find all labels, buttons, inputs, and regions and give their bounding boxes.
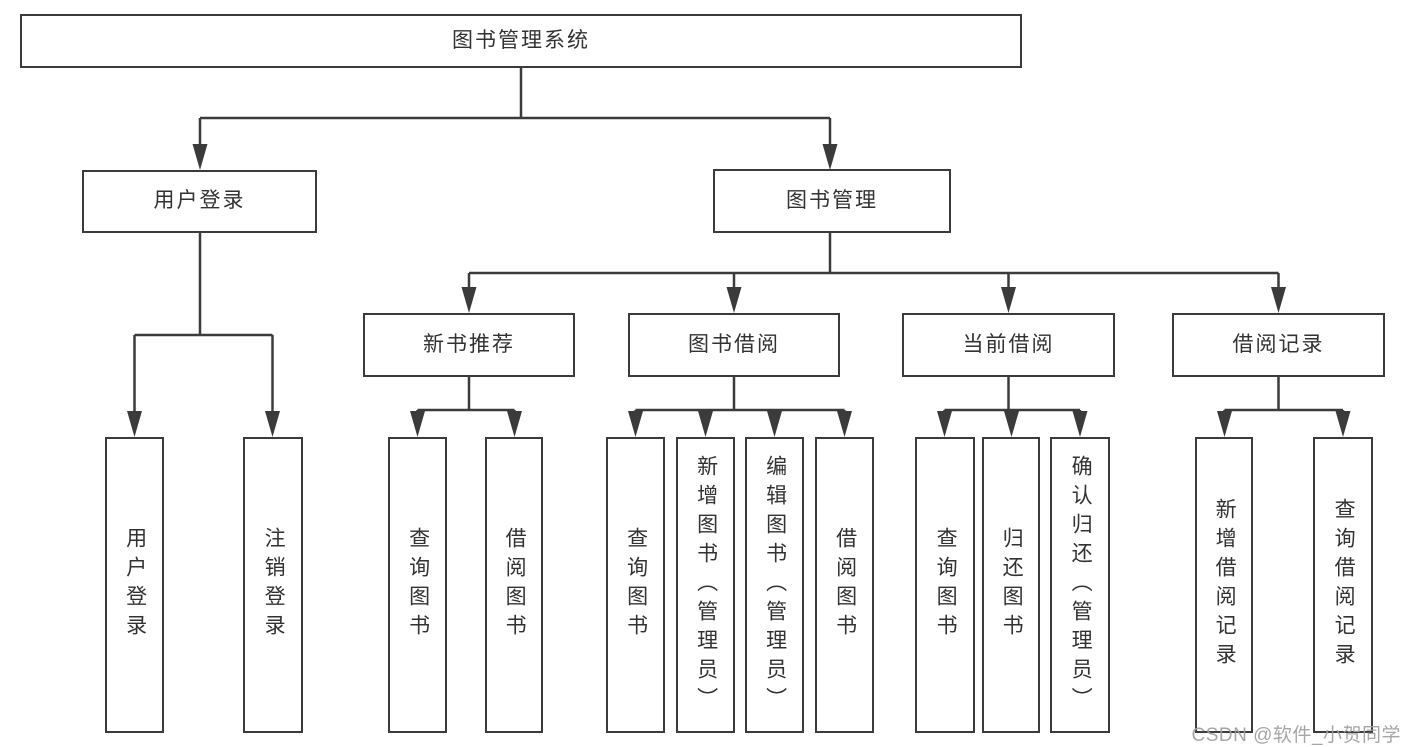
leaf-add-borrow-record: 新增借阅记录	[1195, 437, 1253, 733]
leaf-add-books-admin-label: 新增图书（管理员）	[694, 454, 718, 716]
node-borrow-records: 借阅记录	[1172, 313, 1385, 377]
leaf-query-borrow-record-label: 查询借阅记录	[1332, 498, 1356, 672]
leaf-borrow-query-books-label: 查询图书	[624, 527, 648, 643]
leaf-user-login-label: 用户登录	[123, 527, 147, 643]
leaf-edit-books-admin: 编辑图书（管理员）	[745, 437, 804, 733]
leaf-borrow-books: 借阅图书	[815, 437, 874, 733]
leaf-edit-books-admin-label: 编辑图书（管理员）	[763, 454, 787, 716]
node-current-borrow: 当前借阅	[902, 313, 1115, 377]
leaf-return-books-label: 归还图书	[1000, 527, 1024, 643]
node-root-label: 图书管理系统	[452, 28, 590, 52]
leaf-add-borrow-record-label: 新增借阅记录	[1213, 498, 1237, 672]
leaf-return-books: 归还图书	[982, 437, 1040, 733]
node-book-management-label: 图书管理	[786, 188, 878, 212]
node-user-login: 用户登录	[82, 170, 317, 233]
node-root: 图书管理系统	[20, 14, 1022, 68]
node-borrow-records-label: 借阅记录	[1232, 332, 1325, 356]
node-new-book-recommend: 新书推荐	[363, 313, 575, 377]
leaf-logout: 注销登录	[243, 437, 303, 733]
leaf-user-login: 用户登录	[105, 437, 164, 733]
connector-elbows	[133, 68, 1345, 416]
leaf-recommend-query-books-label: 查询图书	[406, 527, 430, 643]
leaf-confirm-return-admin: 确认归还（管理员）	[1050, 437, 1110, 733]
arrowheads	[127, 144, 1351, 437]
leaf-borrow-books-label: 借阅图书	[833, 527, 857, 643]
leaf-current-query-books: 查询图书	[915, 437, 975, 733]
leaf-query-borrow-record: 查询借阅记录	[1313, 437, 1373, 733]
node-current-borrow-label: 当前借阅	[962, 332, 1055, 356]
leaf-logout-label: 注销登录	[262, 527, 286, 643]
leaf-recommend-borrow-books-label: 借阅图书	[503, 527, 527, 643]
node-book-management: 图书管理	[713, 169, 951, 233]
csdn-watermark: CSDN @软件_小贺同学	[1191, 725, 1401, 746]
leaf-confirm-return-admin-label: 确认归还（管理员）	[1069, 454, 1093, 716]
leaf-current-query-books-label: 查询图书	[934, 527, 958, 643]
node-new-book-recommend-label: 新书推荐	[423, 332, 515, 356]
node-book-borrow: 图书借阅	[628, 313, 840, 377]
leaf-recommend-borrow-books: 借阅图书	[485, 437, 543, 733]
leaf-borrow-query-books: 查询图书	[606, 437, 665, 733]
node-user-login-label: 用户登录	[153, 189, 246, 213]
leaf-add-books-admin: 新增图书（管理员）	[676, 437, 735, 733]
node-book-borrow-label: 图书借阅	[688, 332, 780, 356]
leaf-recommend-query-books: 查询图书	[388, 437, 447, 733]
